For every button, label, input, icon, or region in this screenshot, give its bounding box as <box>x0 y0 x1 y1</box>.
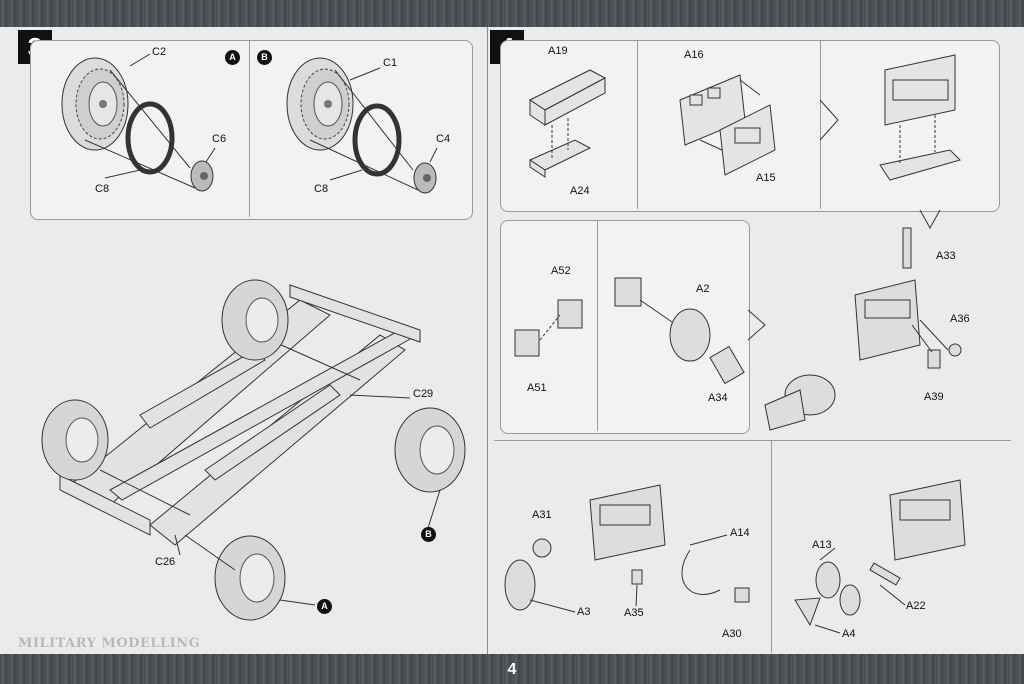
page-number: 4 <box>507 661 517 678</box>
part-label-c26: C26 <box>155 556 176 568</box>
part-label-a36: A36 <box>950 313 970 325</box>
wheel-b-rim-ring <box>352 103 402 177</box>
wheel-a-rim-ring <box>125 101 175 175</box>
part-label-a15: A15 <box>756 172 776 184</box>
bottom-border-band <box>0 654 1024 684</box>
part-label-a24: A24 <box>570 185 590 197</box>
variant-b-marker-wheel: B <box>421 527 436 542</box>
part-label-a4: A4 <box>842 628 856 640</box>
top-border-band <box>0 0 1024 27</box>
wheel-a-tire <box>61 57 129 151</box>
gearbox-part-a51 <box>514 329 540 357</box>
step-4-mid-split <box>597 221 598 431</box>
chassis-wheel-rear-top <box>221 279 289 361</box>
part-label-c2: C2 <box>152 46 167 58</box>
step-3-panel-split <box>249 41 250 217</box>
center-divider <box>487 27 488 654</box>
variant-a-marker-top: A <box>225 50 240 65</box>
part-label-c1: C1 <box>383 57 398 69</box>
part-label-a34: A34 <box>708 392 728 404</box>
part-label-c4: C4 <box>436 133 451 145</box>
wheel-b-hub-cap <box>413 162 437 194</box>
wheel-front-right <box>394 407 466 493</box>
part-label-a52: A52 <box>551 265 571 277</box>
wheel-b-tire <box>286 57 354 151</box>
chassis-wheel-rear-left <box>41 399 109 481</box>
part-label-a19: A19 <box>548 45 568 57</box>
wheel-a-hub-cap <box>190 160 214 192</box>
oil-pan-plate <box>528 139 592 178</box>
part-label-a30: A30 <box>722 628 742 640</box>
engine-block-half-a15 <box>719 104 776 176</box>
part-label-a35: A35 <box>624 607 644 619</box>
step-4-top-split-2 <box>820 41 821 209</box>
part-label-a31: A31 <box>532 509 552 521</box>
part-label-c8-b: C8 <box>314 183 329 195</box>
gearbox-part-a52 <box>557 299 583 329</box>
part-label-a22: A22 <box>906 600 926 612</box>
engine-accessories-right <box>794 479 966 627</box>
bellhousing-part <box>614 277 745 385</box>
part-label-a2: A2 <box>696 283 710 295</box>
part-label-c29: C29 <box>413 388 434 400</box>
watermark-text: MILITARY MODELLING <box>18 636 201 651</box>
part-label-a39: A39 <box>924 391 944 403</box>
part-label-a14: A14 <box>730 527 750 539</box>
part-label-a13: A13 <box>812 539 832 551</box>
variant-a-marker-wheel: A <box>317 599 332 614</box>
step-4-bottom-split <box>771 441 772 653</box>
engine-transmission-assembly <box>764 227 962 431</box>
part-label-a3: A3 <box>577 606 591 618</box>
part-label-a33: A33 <box>936 250 956 262</box>
part-label-c8-a: C8 <box>95 183 110 195</box>
wheel-front-left <box>214 535 286 621</box>
part-label-c6: C6 <box>212 133 227 145</box>
step-4-bottom-frame <box>494 440 1011 651</box>
step-4-top-split-1 <box>637 41 638 209</box>
part-label-a51: A51 <box>527 382 547 394</box>
variant-b-marker-top: B <box>257 50 272 65</box>
engine-accessories-left <box>504 484 750 611</box>
engine-block-assembled <box>879 54 961 181</box>
part-label-a16: A16 <box>684 49 704 61</box>
oil-pan-part <box>529 69 607 126</box>
